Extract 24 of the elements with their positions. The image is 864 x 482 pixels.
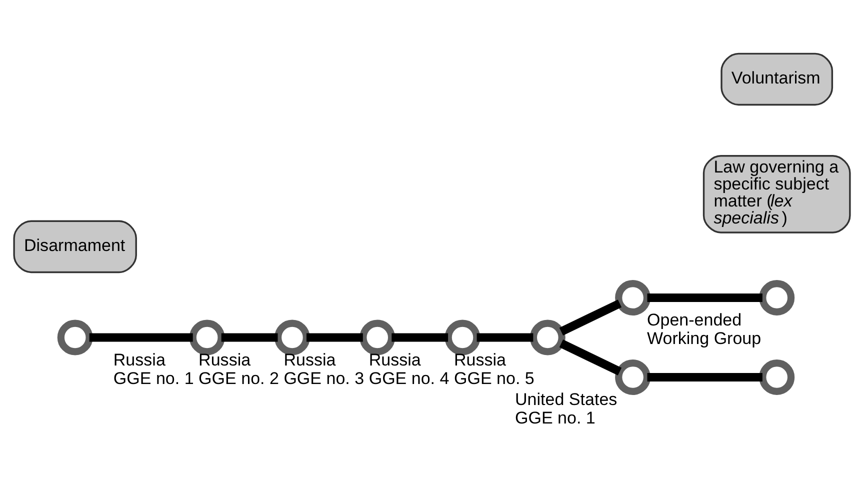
node-label: Russia GGE no. 3 — [284, 350, 364, 388]
connector — [89, 333, 193, 342]
node-label: Russia GGE no. 5 — [454, 350, 534, 388]
connector — [559, 300, 622, 336]
connector — [306, 333, 363, 342]
node-circle — [759, 280, 795, 316]
connector — [559, 340, 622, 376]
connector — [476, 333, 534, 342]
node-box: Voluntarism — [720, 52, 834, 106]
node-label: Open-ended Working Group — [646, 310, 762, 348]
node-label: United States GGE no. 1 — [515, 390, 618, 428]
node-label: Russia GGE no. 1 — [113, 350, 194, 388]
connector — [647, 372, 762, 382]
node-label: Russia GGE no. 2 — [198, 350, 279, 388]
node-label: Russia GGE no. 4 — [368, 350, 450, 388]
connector — [392, 333, 448, 342]
node-circle — [530, 320, 566, 356]
node-box: Disarmament — [13, 220, 137, 274]
node-box: Law governing a specific subject matter (lex specialis) — [702, 155, 851, 234]
node-circle — [615, 360, 651, 395]
connector — [647, 294, 762, 302]
connector — [221, 333, 278, 342]
node-circle — [759, 360, 795, 395]
node-circle — [57, 320, 93, 356]
